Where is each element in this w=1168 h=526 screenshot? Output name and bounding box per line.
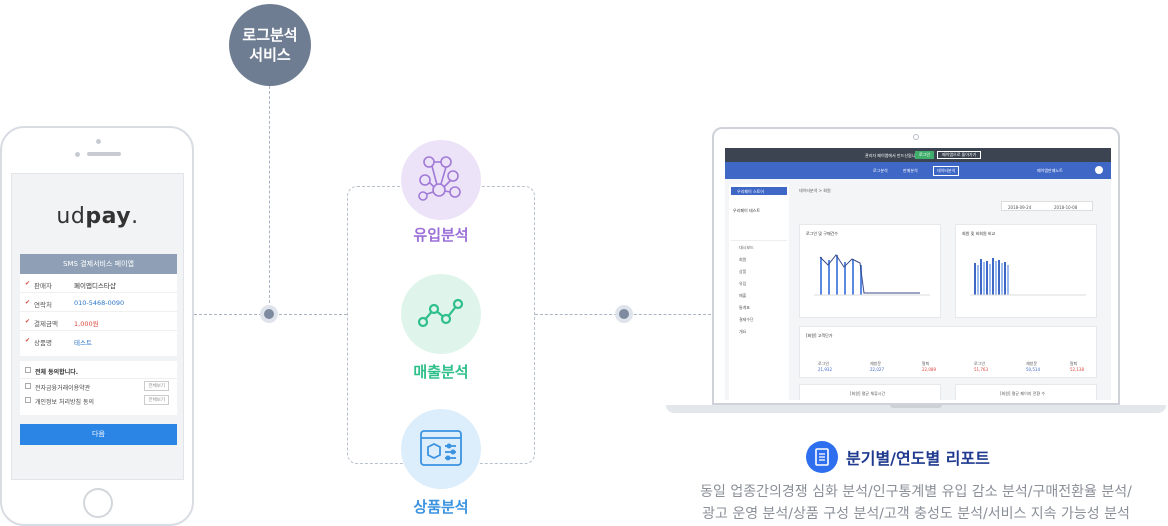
- dashboard-navbar: 로그분석 판매분석 데이터분석 페이앱판매노트: [725, 162, 1111, 179]
- dashboard-topbar: 관리자 페이앱에서 만드신됩니다 로그인 페이앱으로 돌아가기: [725, 148, 1111, 162]
- sidebar-products[interactable]: 상품: [739, 269, 747, 274]
- network-icon: [418, 156, 461, 201]
- report-icon: [806, 441, 838, 473]
- next-button[interactable]: 다음: [20, 424, 177, 445]
- sidebar-overview[interactable]: 개요: [739, 329, 747, 334]
- report-description: 동일 업종간의경쟁 심화 분석/인구통계별 유입 감소 분석/구매전환율 분석/…: [664, 481, 1168, 525]
- sidebar-stats[interactable]: 통계표: [739, 305, 751, 310]
- sidebar-sales[interactable]: 매출: [739, 293, 747, 298]
- sidebar-dashboard[interactable]: 대시보드: [739, 245, 754, 250]
- report-desc-line1: 동일 업종간의경쟁 심화 분석/인구통계별 유입 감소 분석/구매전환율 분석/: [700, 484, 1132, 500]
- sales-analysis-label: 매출분석: [413, 363, 469, 381]
- connector-node-right: [615, 305, 633, 323]
- sidebar-members[interactable]: 회원: [739, 257, 747, 262]
- dashboard-sidebar: 우리페이 스토어 우리페이 테스트 대시보드 회원 상품 유입 매출 통계표 결…: [729, 184, 789, 400]
- box-settings-icon: [420, 430, 462, 466]
- view-terms-button[interactable]: 전체보기: [144, 381, 169, 391]
- topbar-login-button[interactable]: 로그인: [915, 151, 935, 159]
- avg-stay-time-card: [회원] 평균 체류시간: [799, 384, 941, 400]
- nav-log-analysis[interactable]: 로그분석: [873, 168, 888, 173]
- check-icon: ✔: [25, 299, 31, 306]
- check-icon: ✔: [25, 280, 31, 287]
- product-analysis-circle: [401, 409, 481, 489]
- trend-icon: [417, 298, 464, 328]
- laptop-base: [666, 405, 1166, 413]
- phone-sensor-icon: [75, 152, 80, 157]
- breadcrumb: 데이터분석 > 회원: [799, 188, 831, 193]
- check-icon: ✔: [25, 337, 31, 344]
- login-purchase-chart: 로그인 및 구매건수: [799, 224, 941, 318]
- sales-analysis-circle: [401, 274, 481, 354]
- laptop-notch: [890, 405, 942, 408]
- inflow-analysis-label: 유입분석: [413, 226, 469, 244]
- phone-speaker: [87, 152, 121, 156]
- phone-camera-icon: [96, 139, 101, 144]
- payment-header: SMS 결제서비스 페이앱: [20, 254, 177, 274]
- nav-data-analysis[interactable]: 데이터분석: [933, 166, 960, 176]
- view-privacy-button[interactable]: 전체보기: [144, 395, 169, 405]
- connector-node-left: [260, 305, 278, 323]
- udpay-logo: udpay.: [56, 204, 139, 229]
- bubble-line2: 서비스: [249, 46, 291, 64]
- avg-page-view-card: [회원] 평균 페이지 전환 수: [955, 384, 1097, 400]
- check-icon: ✔: [25, 318, 31, 325]
- member-comparison-chart: 회원 및 비회원 비교: [955, 224, 1097, 318]
- inflow-analysis-circle: [401, 140, 481, 220]
- log-analysis-service-bubble: 로그분석 서비스: [229, 4, 311, 86]
- report-title: 분기별/연도별 리포트: [846, 449, 990, 468]
- bubble-line1: 로그분석: [242, 26, 298, 44]
- phone-home-button: [83, 488, 113, 518]
- dashboard-screen: 관리자 페이앱에서 만드신됩니다 로그인 페이앱으로 돌아가기 로그분석 판매분…: [725, 148, 1111, 400]
- date-range-picker[interactable]: 2018-09-24 2018-10-08: [1001, 201, 1093, 211]
- product-analysis-label: 상품분석: [413, 498, 469, 516]
- store-select[interactable]: 우리페이 스토어: [731, 187, 787, 195]
- vertical-connector: [269, 86, 270, 308]
- agree-all-checkbox[interactable]: 전체 동의합니다.: [20, 361, 177, 379]
- sidebar-payment[interactable]: 결제수단: [739, 317, 754, 322]
- laptop-camera-icon: [913, 134, 919, 140]
- topbar-return-button[interactable]: 페이앱으로 돌아가기: [937, 151, 982, 159]
- customer-stats-table: [회원] 고객단가 로그인 21,932 재방문 22,027 탈퇴 22,08…: [799, 326, 1097, 378]
- report-desc-line2: 광고 운영 분석/상품 구성 분석/고객 충성도 분석/서비스 지속 가능성 분…: [702, 506, 1130, 522]
- nav-sales-analysis[interactable]: 판매분석: [903, 168, 918, 173]
- sidebar-inflow[interactable]: 유입: [739, 281, 747, 286]
- user-avatar[interactable]: [1095, 166, 1103, 174]
